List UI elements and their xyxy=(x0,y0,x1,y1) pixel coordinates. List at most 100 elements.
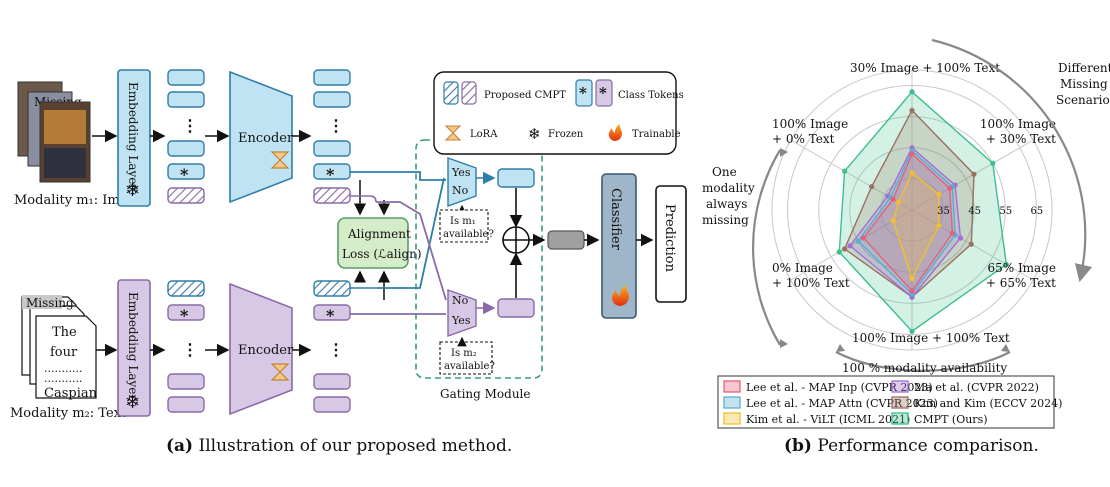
image-modality-posters: Missing xyxy=(17,81,91,183)
radar-point xyxy=(909,328,915,334)
gate-1: Yes No xyxy=(447,157,477,207)
radar-axis-label: + 65% Text xyxy=(986,276,1056,290)
caption-b: (b) Performance comparison. xyxy=(784,436,1039,456)
prediction-label: Prediction xyxy=(662,204,677,273)
radar-axis-label: 100% Image xyxy=(772,117,848,131)
radar-point xyxy=(895,199,902,205)
radar-point xyxy=(890,218,896,224)
radar-point xyxy=(847,243,853,249)
svg-text:*: * xyxy=(180,306,189,325)
fused-token xyxy=(547,230,585,250)
legend-swatch xyxy=(723,380,741,393)
snowflake-icon: ❄ xyxy=(528,125,541,143)
legend-swatch xyxy=(891,396,909,409)
svg-text:⋮: ⋮ xyxy=(182,116,198,135)
lora-icon xyxy=(270,151,290,169)
top-note-line-1: Different xyxy=(1058,61,1110,75)
legend-class-tokens: Class Tokens xyxy=(618,90,684,101)
modality-1-label: Modality m₁: Image xyxy=(14,193,144,208)
svg-text:*: * xyxy=(326,306,335,325)
doc-line-missing: Missing xyxy=(26,296,74,310)
caption-a-text: Illustration of our proposed method. xyxy=(198,436,513,456)
gate2-option-yes: Yes xyxy=(451,314,471,327)
doc-line-5: Caspian xyxy=(44,386,98,401)
radar-axis-label: 100% Image + 100% Text xyxy=(852,331,1010,345)
classifier-box: Classifier xyxy=(601,173,637,319)
radar-point xyxy=(868,184,875,190)
left-note-line-2: modality xyxy=(702,181,755,195)
legend-trainable: Trainable xyxy=(632,129,681,140)
radar-point xyxy=(957,235,964,241)
legend-lora: LoRA xyxy=(470,129,498,140)
radar-series xyxy=(836,89,1009,334)
doc-line-4: ........... xyxy=(44,372,82,385)
radar-point xyxy=(936,222,942,229)
question-1-box: Is m₁ available? xyxy=(439,209,494,243)
gate2-option-no: No xyxy=(452,294,469,307)
scenario-arc-left xyxy=(751,149,781,346)
radar-point xyxy=(842,168,848,174)
embedding-layer-text: Embedding Layer xyxy=(117,279,151,417)
radar-point xyxy=(909,107,915,114)
caption-b-tag: (b) xyxy=(784,436,812,456)
svg-text:*: * xyxy=(579,84,587,102)
legend-swatch xyxy=(723,396,741,409)
radar-point xyxy=(968,241,974,247)
legend-swatch xyxy=(891,380,909,393)
legend-entry: Kim and Kim (ECCV 2024) xyxy=(914,397,1062,410)
alignment-loss-box: Alignment Loss (ℒalign) xyxy=(337,217,422,269)
svg-text:*: * xyxy=(180,165,189,184)
radar-legend: Lee et al. - MAP Inp (CVPR 2023)Lee et a… xyxy=(717,375,1062,429)
radar-point xyxy=(909,170,915,176)
token-stack-text-2: * ⋮ xyxy=(313,280,351,413)
alignment-line-2: Loss (ℒalign) xyxy=(342,247,422,261)
left-note-line-1: One xyxy=(712,165,737,179)
radar-point xyxy=(842,246,848,252)
radar-axis-label: + 0% Text xyxy=(772,132,835,146)
left-note-line-3: always xyxy=(706,197,747,211)
sum-operator-icon xyxy=(502,226,530,254)
question2-line-1: Is m₂ xyxy=(451,348,477,359)
radar-point xyxy=(949,230,956,236)
gate-2: No Yes xyxy=(447,289,477,337)
left-note-line-4: missing xyxy=(702,213,749,227)
top-note-line-2: Missing xyxy=(1060,77,1108,91)
question2-line-2: available? xyxy=(444,361,495,372)
lora-icon xyxy=(270,363,290,381)
scenario-arc-right xyxy=(931,38,1093,283)
encoder-image: Encoder xyxy=(229,70,294,204)
radar-axis-label: + 100% Text xyxy=(772,276,850,290)
radar-point xyxy=(909,151,915,157)
legend-entry: Kim et al. - ViLT (ICML 2021) xyxy=(746,413,910,426)
radar-point xyxy=(909,89,915,95)
caption-b-text: Performance comparison. xyxy=(817,436,1039,456)
svg-text:*: * xyxy=(599,84,607,102)
token-stack-image-2: ⋮ * xyxy=(313,69,351,204)
legend-swatch xyxy=(723,412,741,425)
gated-token-text xyxy=(497,298,535,318)
encoder-label-text: Encoder xyxy=(238,343,294,358)
classifier-label: Classifier xyxy=(608,188,623,251)
caption-a-tag: (a) xyxy=(166,436,194,456)
radar-point xyxy=(947,185,953,191)
caption-a: (a) Illustration of our proposed method. xyxy=(166,436,512,456)
radar-axis-label: 100% Image xyxy=(980,117,1056,131)
radar-tick-label: 65 xyxy=(1030,206,1043,217)
legend-entry: Lee et al. - MAP Inp (CVPR 2023) xyxy=(746,381,933,394)
radar-tick-label: 45 xyxy=(968,206,981,217)
top-note-line-3: Scenarios xyxy=(1056,93,1110,107)
modality-2-label: Modality m₂: Text xyxy=(10,406,127,421)
encoder-text: Encoder xyxy=(229,282,294,416)
prediction-box: Prediction xyxy=(655,185,687,303)
gate1-option-yes: Yes xyxy=(451,166,471,179)
svg-text:⋮: ⋮ xyxy=(182,340,198,359)
question-2-box: Is m₂ available? xyxy=(439,341,495,375)
radar-point xyxy=(1003,261,1009,268)
doc-line-2: four xyxy=(50,345,78,360)
embedding-label-text: Embedding Layer xyxy=(126,292,140,400)
legend-entry: CMPT (Ours) xyxy=(914,413,988,426)
